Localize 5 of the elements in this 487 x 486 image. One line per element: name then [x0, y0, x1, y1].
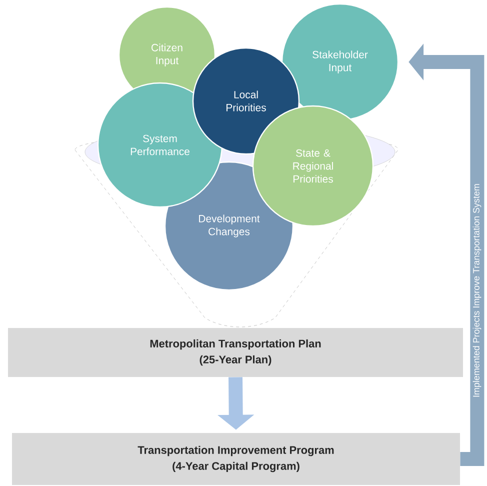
- circle-node: System Performance: [97, 82, 223, 208]
- program-box: Metropolitan Transportation Plan (25-Year Plan): [8, 328, 463, 377]
- edge-label: Implemented Projects Improve Transportation System: [472, 184, 482, 397]
- program-box: Transportation Improvement Program (4-Year Capital Program): [12, 433, 460, 485]
- circle-node: Stakeholder Input: [281, 3, 399, 121]
